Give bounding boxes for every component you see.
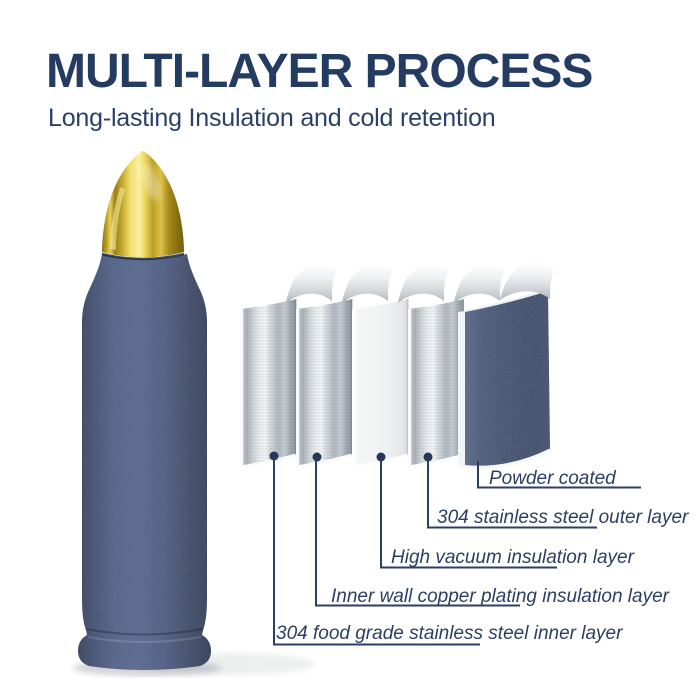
layer-sheet-powder-coated	[457, 261, 554, 469]
layer-sheet-outer-steel	[407, 263, 505, 469]
bottle-gold-tip	[102, 151, 184, 258]
callout-dot	[312, 452, 322, 462]
connector-vacuum-layer	[380, 458, 557, 569]
connector-inner-layer	[273, 457, 480, 646]
callout-label-powder-coated: Powder coated	[489, 468, 616, 489]
callout-label-copper-layer: Inner wall copper plating insulation lay…	[331, 586, 669, 607]
callout-label-outer-layer: 304 stainless steel outer layer	[437, 507, 689, 528]
material-layers	[239, 261, 554, 469]
callout-connectors	[269, 451, 641, 646]
callout-label-inner-layer: 304 food grade stainless steel inner lay…	[276, 623, 623, 644]
bullet-thermos-bottle	[78, 151, 211, 670]
layer-sheet-copper-plating	[295, 263, 393, 469]
callout-dot	[269, 451, 279, 461]
page-subtitle: Long-lasting Insulation and cold retenti…	[48, 104, 496, 132]
connector-powder-coated	[477, 461, 641, 489]
callout-dot	[423, 452, 433, 462]
page-title: MULTI-LAYER PROCESS	[46, 45, 593, 98]
connector-copper-layer	[315, 458, 520, 607]
cap-junction-line	[101, 252, 185, 261]
connector-outer-layer	[427, 458, 597, 529]
callout-label-vacuum-layer: High vacuum insulation layer	[391, 547, 634, 568]
callout-dot	[376, 452, 386, 462]
